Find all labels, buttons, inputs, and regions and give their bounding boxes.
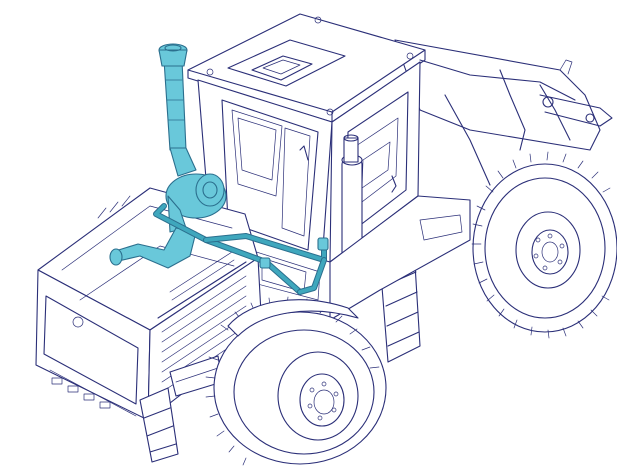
rear-wheel-right bbox=[471, 151, 617, 339]
front-wheel bbox=[205, 296, 387, 466]
air-intake-system bbox=[109, 43, 329, 295]
rear-frame bbox=[394, 39, 613, 186]
ladder-left bbox=[139, 355, 223, 463]
